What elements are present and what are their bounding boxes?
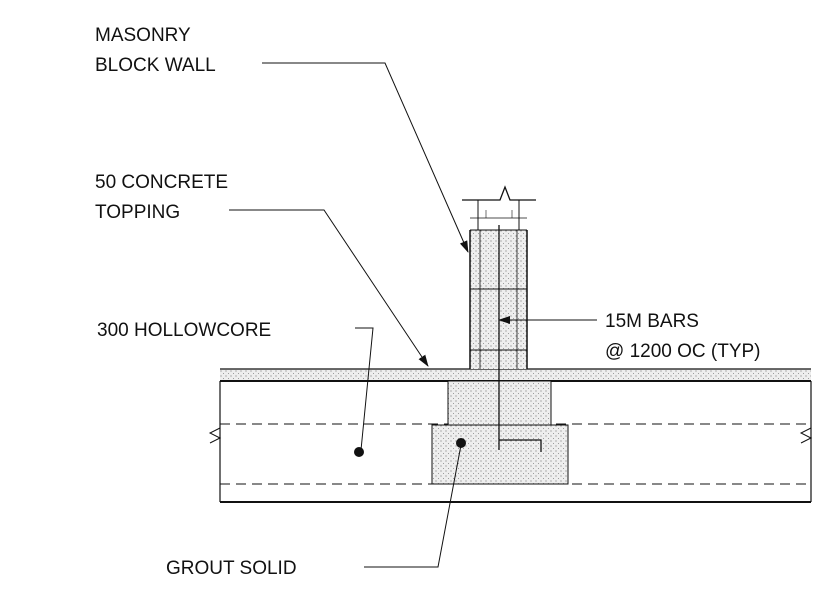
label-topping-line2: TOPPING <box>95 202 180 223</box>
break-symbol-left <box>208 427 222 444</box>
label-hollowcore: 300 HOLLOWCORE <box>97 320 271 341</box>
leader-topping <box>229 209 429 367</box>
rebar-15m <box>498 225 542 452</box>
label-masonry-line1: MASONRY <box>95 25 191 46</box>
hollowcore-dot <box>354 447 364 457</box>
label-bars-line2: @ 1200 OC (TYP) <box>605 341 761 362</box>
label-topping-line1: 50 CONCRETE <box>95 172 228 193</box>
break-symbol-right <box>799 427 813 444</box>
leader-hollowcore <box>355 327 374 451</box>
grout-dot <box>456 438 466 448</box>
label-masonry-line2: BLOCK WALL <box>95 55 216 76</box>
concrete-topping <box>220 368 811 381</box>
leader-grout <box>364 444 462 568</box>
label-grout: GROUT SOLID <box>166 558 297 579</box>
leader-masonry <box>262 62 469 253</box>
label-bars-line1: 15M BARS <box>605 311 699 332</box>
grout-solid-core <box>431 380 569 485</box>
